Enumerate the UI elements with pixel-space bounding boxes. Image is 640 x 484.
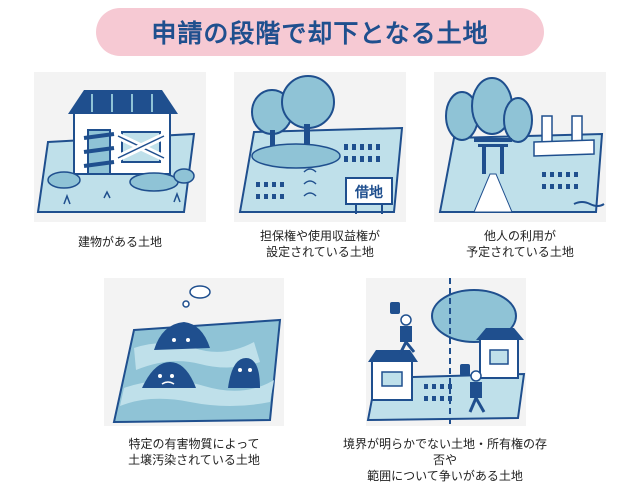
sign-text: 借地	[354, 184, 383, 201]
page-title: 申請の段階で却下となる土地	[151, 19, 489, 48]
card-caption: 特定の有害物質によって 土壌汚染されている土地	[128, 437, 260, 467]
card-caption: 建物がある土地	[77, 235, 162, 249]
card-others-use-land: 他人の利用が 予定されている土地	[434, 72, 606, 262]
card-caption: 他人の利用が 予定されている土地	[466, 229, 574, 259]
page-title-banner: 申請の段階で却下となる土地	[96, 8, 544, 56]
contaminated-soil-illustration-icon	[112, 285, 282, 424]
card-building-land: 建物がある土地	[34, 72, 206, 262]
card-caption: 境界が明らかでない土地・所有権の存否や 範囲について争いがある土地	[342, 437, 547, 483]
shrine-illustration-icon	[438, 77, 605, 213]
boundary-dispute-illustration-icon	[366, 278, 526, 426]
card-mortgaged-land: 借地 担保権や使用収益権が 設定されている土地	[234, 72, 406, 262]
house-illustration-icon	[36, 90, 196, 213]
card-contaminated-land: 特定の有害物質によって 土壌汚染されている土地	[104, 278, 284, 478]
forest-field-illustration-icon: 借地	[238, 75, 404, 214]
card-boundary-dispute-land: 境界が明らかでない土地・所有権の存否や 範囲について争いがある土地	[340, 278, 550, 483]
card-caption: 担保権や使用収益権が 設定されている土地	[259, 229, 380, 259]
